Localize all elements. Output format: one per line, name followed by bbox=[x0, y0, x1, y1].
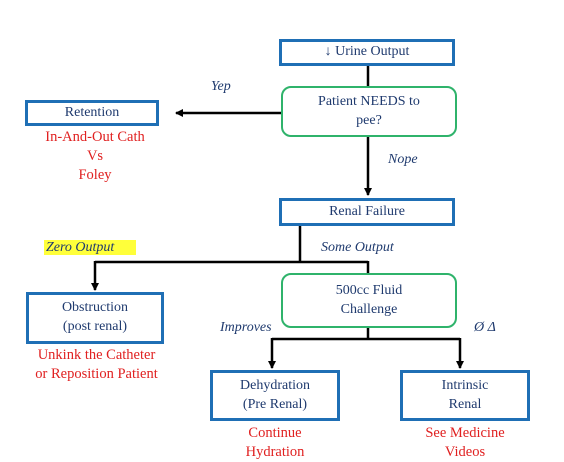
nope-label: Nope bbox=[388, 152, 418, 167]
zero-output-label: Zero Output bbox=[44, 240, 137, 256]
urine-output-label: ↓ Urine Output bbox=[324, 44, 410, 60]
obstruction-note-line-2: or Reposition Patient bbox=[35, 366, 158, 383]
some-output-label: Some Output bbox=[321, 240, 394, 255]
retention-note-line-1: In-And-Out Cath bbox=[45, 129, 145, 145]
retention-label: Retention bbox=[64, 104, 120, 120]
dehydration-line-2: (Pre Renal) bbox=[242, 396, 308, 412]
retention-box: Retention bbox=[25, 100, 159, 126]
intrinsic-box: Intrinsic Renal bbox=[400, 370, 530, 421]
intrinsic-note-line-2: Videos bbox=[444, 444, 486, 461]
dehydration-box: Dehydration (Pre Renal) bbox=[210, 370, 340, 421]
dehydration-note: Continue Hydration bbox=[210, 424, 340, 462]
fluid-challenge-line-1: 500cc Fluid bbox=[335, 282, 403, 298]
yep-label: Yep bbox=[211, 79, 231, 94]
dehydration-line-1: Dehydration bbox=[240, 377, 310, 393]
obstruction-line-1: Obstruction bbox=[61, 300, 129, 316]
no-change-label: Ø Δ bbox=[474, 320, 496, 335]
dehydration-note-line-2: Hydration bbox=[245, 444, 305, 461]
renal-failure-box: Renal Failure bbox=[279, 198, 455, 226]
obstruction-box: Obstruction (post renal) bbox=[26, 292, 164, 344]
fluid-challenge-box: 500cc Fluid Challenge bbox=[281, 273, 457, 328]
obstruction-line-2: (post renal) bbox=[62, 319, 128, 334]
renal-failure-label: Renal Failure bbox=[329, 203, 405, 219]
retention-note: In-And-Out Cath Vs Foley bbox=[20, 128, 170, 185]
intrinsic-line-2: Renal bbox=[448, 396, 482, 412]
zero-output-highlight: Zero Output bbox=[44, 240, 137, 255]
obstruction-note: Unkink the Catheter or Reposition Patien… bbox=[14, 346, 179, 384]
fluid-challenge-line-2: Challenge bbox=[340, 301, 398, 317]
intrinsic-note-line-1: See Medicine bbox=[425, 425, 505, 441]
intrinsic-note: See Medicine Videos bbox=[400, 424, 530, 462]
urine-output-box: ↓ Urine Output bbox=[279, 39, 455, 66]
retention-note-line-2: Vs bbox=[86, 148, 104, 165]
retention-note-line-3: Foley bbox=[78, 167, 112, 184]
decision-line-1: Patient NEEDS to bbox=[318, 93, 420, 109]
intrinsic-line-1: Intrinsic bbox=[441, 377, 489, 393]
dehydration-note-line-1: Continue bbox=[248, 425, 302, 441]
needs-to-pee-decision: Patient NEEDS to pee? bbox=[281, 86, 457, 137]
improves-label: Improves bbox=[220, 320, 272, 335]
obstruction-note-line-1: Unkink the Catheter bbox=[37, 347, 156, 363]
decision-line-2: pee? bbox=[356, 112, 382, 128]
